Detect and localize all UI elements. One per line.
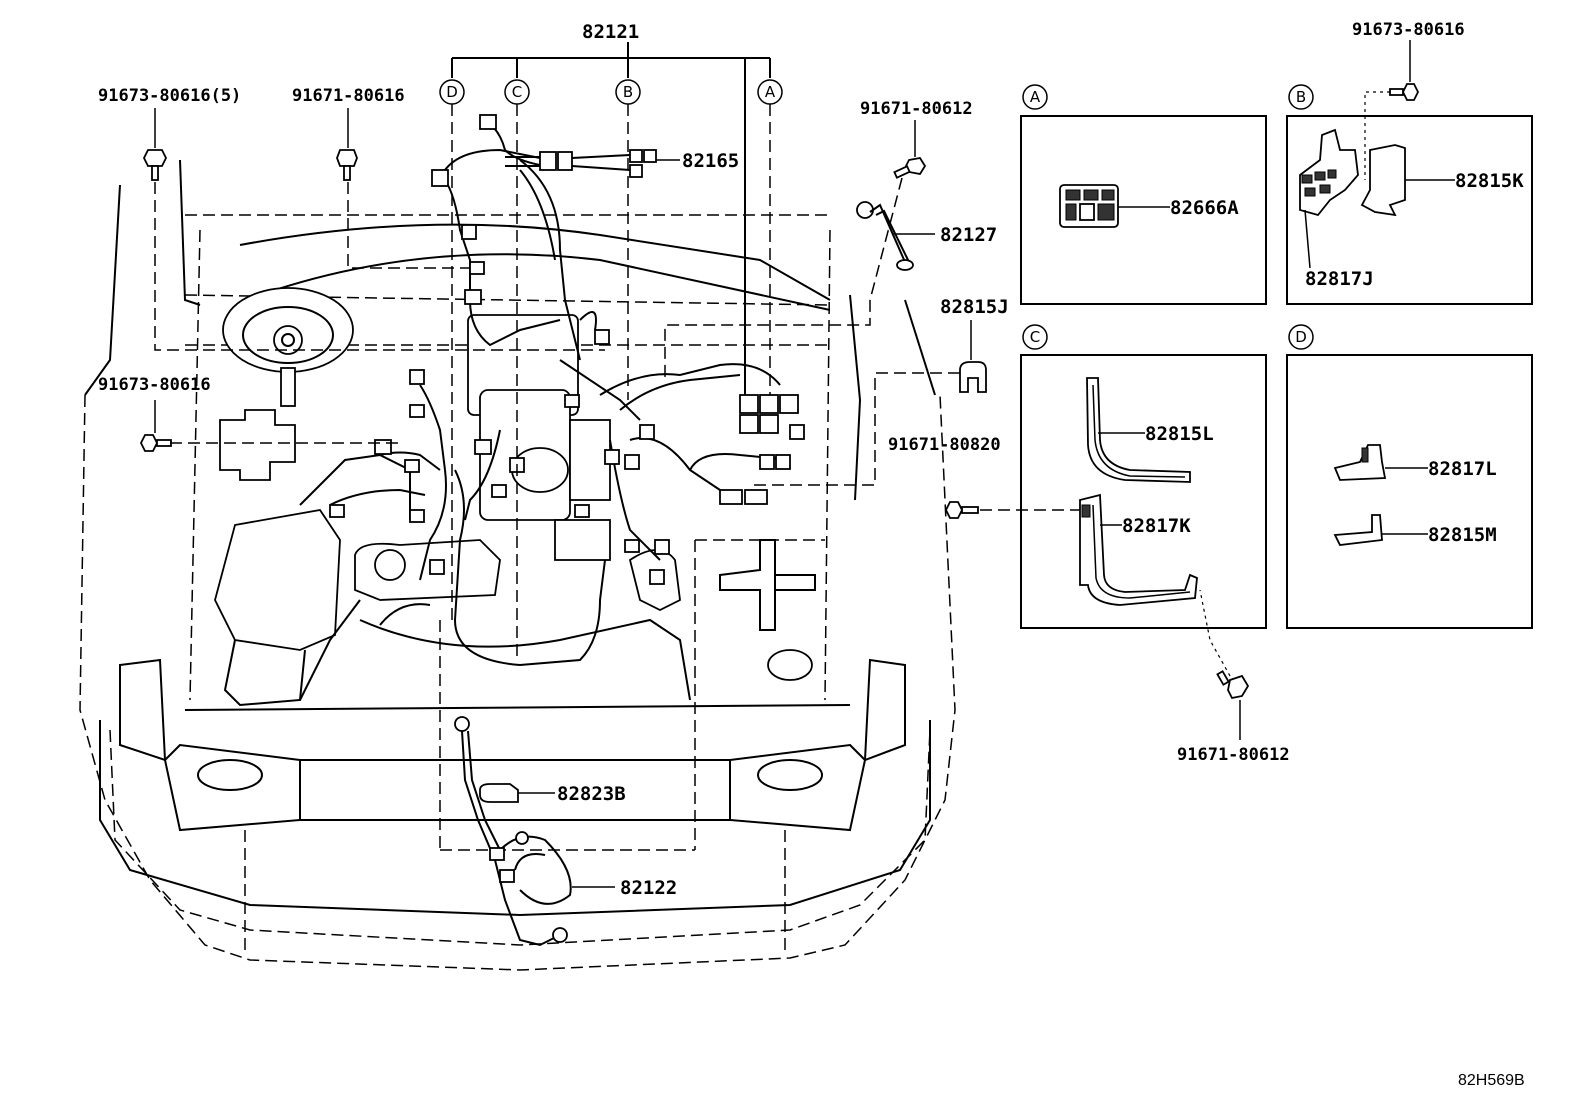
bolts <box>139 83 1420 700</box>
label-82823B: 82823B <box>557 783 626 805</box>
label-82666A: 82666A <box>1170 197 1239 219</box>
bolt-91671-80612-bottom <box>1216 670 1250 700</box>
svg-text:B: B <box>623 83 633 101</box>
label-82815K: 82815K <box>1455 170 1524 192</box>
illustration-code: 82H569B <box>1458 1072 1525 1089</box>
bracket-82815K <box>1360 144 1406 217</box>
label-82815M: 82815M <box>1428 524 1497 546</box>
bracket-82815L <box>1086 377 1191 483</box>
branch-marker-c: C <box>504 79 530 105</box>
branch-marker-a: A <box>757 79 783 105</box>
battery-cable-82122 <box>454 716 572 947</box>
label-91671-80616: 91671-80616 <box>292 86 405 106</box>
ground-strap-82127 <box>856 201 914 271</box>
label-91671-80820: 91671-80820 <box>888 435 1001 455</box>
svg-text:C: C <box>512 83 522 101</box>
detail-box-b: B 82815K 82817J <box>1286 84 1533 305</box>
bolt-91671-80612-top <box>893 157 927 179</box>
branch-marker-d: D <box>439 79 465 105</box>
bracket-82817J <box>1299 128 1359 217</box>
detail-box-a: A 82666A <box>1020 84 1267 305</box>
bracket-82815M <box>1333 514 1383 546</box>
relay-block-82666A <box>1059 184 1119 228</box>
harness-82165 <box>505 149 657 178</box>
label-91673-80616-right: 91673-80616 <box>1352 20 1465 40</box>
detail-box-d: D 82817L 82815M <box>1286 324 1533 629</box>
clip-82815J <box>959 361 987 393</box>
bolt-91673-80616-5 <box>142 149 168 181</box>
label-82165: 82165 <box>682 150 739 172</box>
leader-lines <box>154 40 1411 888</box>
vehicle-body-lines <box>84 159 936 917</box>
bolt-91671-80616 <box>336 149 358 181</box>
branch-markers: D C B A <box>439 79 783 105</box>
detail-box-c: C 82815L 82817K <box>1020 324 1267 629</box>
callout-labels: 82121 82165 82127 82815J 82823B 82122 91… <box>98 20 1465 899</box>
label-82817K: 82817K <box>1122 515 1191 537</box>
bolt-91673-80616-right <box>1389 83 1420 101</box>
bracket-82817K <box>1079 493 1198 606</box>
svg-text:A: A <box>1030 88 1041 106</box>
svg-text:A: A <box>765 83 776 101</box>
horn-assembly <box>222 287 354 407</box>
svg-text:D: D <box>446 83 458 101</box>
engine-block <box>299 314 691 701</box>
label-91671-80612-top: 91671-80612 <box>860 99 973 119</box>
bolt-91673-80616-left <box>139 434 172 452</box>
label-82815J: 82815J <box>940 296 1009 318</box>
label-91673-80616-5: 91673-80616(5) <box>98 86 241 106</box>
label-82817J: 82817J <box>1305 268 1374 290</box>
label-91671-80612-bottom: 91671-80612 <box>1177 745 1290 765</box>
label-82817L: 82817L <box>1428 458 1497 480</box>
label-82122: 82122 <box>620 877 677 899</box>
label-91673-80616-left: 91673-80616 <box>98 375 211 395</box>
bolt-91671-80820 <box>944 501 979 519</box>
branch-marker-b: B <box>615 79 641 105</box>
svg-text:D: D <box>1295 328 1307 346</box>
bracket-82817L <box>1333 444 1387 481</box>
label-82127: 82127 <box>940 224 997 246</box>
engine-wire-harness <box>329 114 805 667</box>
label-82121: 82121 <box>582 21 639 43</box>
label-82815L: 82815L <box>1145 423 1214 445</box>
svg-text:B: B <box>1296 88 1306 106</box>
relay-bracket <box>219 409 296 481</box>
fluid-reservoir <box>719 539 816 681</box>
svg-text:C: C <box>1030 328 1040 346</box>
